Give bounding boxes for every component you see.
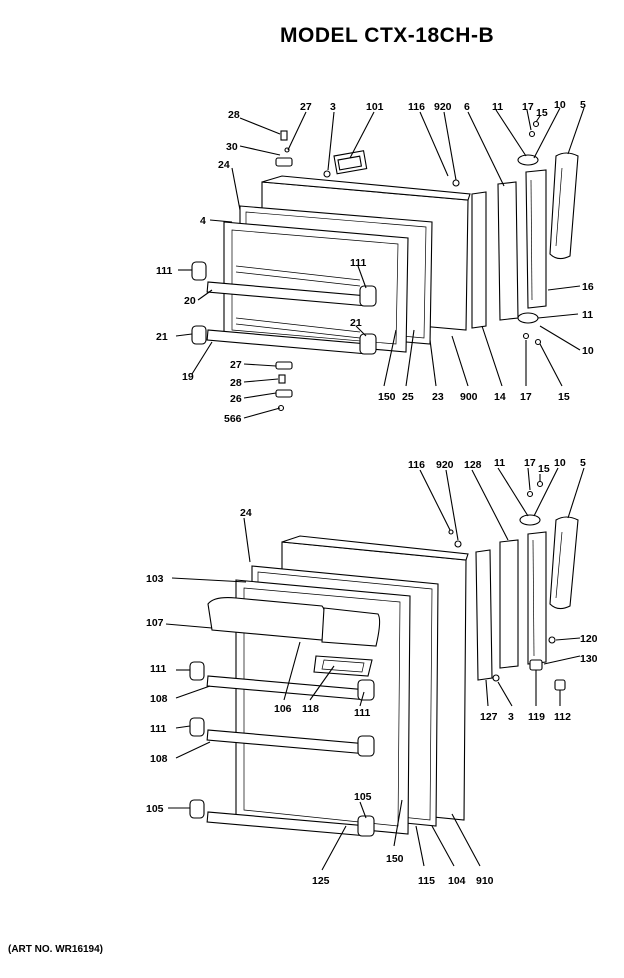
callout-21b: 21 (350, 317, 362, 329)
callout-labels-top: 28 27 3 101 116 920 6 11 17 15 10 5 30 2… (156, 99, 594, 425)
callout-119: 119 (528, 711, 545, 723)
callout-105: 105 (146, 803, 164, 815)
callout-27b: 27 (230, 359, 242, 371)
callout-15: 15 (536, 107, 548, 119)
callout-108-1: 108 (150, 693, 168, 705)
callout-28b: 28 (230, 377, 242, 389)
callout-910: 910 (476, 875, 494, 887)
callout-3-b: 3 (508, 711, 514, 723)
callout-15b: 15 (558, 391, 570, 403)
callout-25: 25 (402, 391, 414, 403)
art-number: (ART NO. WR16194) (8, 944, 104, 955)
callout-28: 28 (228, 109, 240, 121)
callout-10: 10 (554, 99, 566, 111)
callout-24-b: 24 (240, 507, 252, 519)
callout-3: 3 (330, 101, 336, 113)
callout-108-2: 108 (150, 753, 168, 765)
callout-17-b: 17 (524, 457, 536, 469)
callout-11-b: 11 (494, 457, 505, 469)
callout-17: 17 (522, 101, 534, 113)
callout-15-b: 15 (538, 463, 550, 475)
callout-103: 103 (146, 573, 164, 585)
callout-128: 128 (464, 459, 482, 471)
callout-105-b: 105 (354, 791, 372, 803)
callout-111: 111 (156, 265, 173, 277)
callout-566: 566 (224, 413, 242, 425)
callout-27: 27 (300, 101, 312, 113)
callout-111-b3: 111 (354, 707, 371, 719)
callout-14: 14 (494, 391, 506, 403)
callout-20: 20 (184, 295, 196, 307)
callout-116-b: 116 (408, 459, 425, 471)
callout-920: 920 (434, 101, 452, 113)
callout-111-b1: 111 (150, 663, 167, 675)
callout-107: 107 (146, 617, 164, 629)
callout-26: 26 (230, 393, 242, 405)
callout-130: 130 (580, 653, 598, 665)
callout-111-b2: 111 (150, 723, 167, 735)
callout-16: 16 (582, 281, 594, 293)
callout-112: 112 (554, 711, 571, 723)
page-title: MODEL CTX-18CH-B (280, 24, 495, 47)
callout-labels-bottom: 116 920 128 11 17 15 10 5 24 103 107 111… (146, 457, 598, 887)
callout-127: 127 (480, 711, 498, 723)
callout-17b: 17 (520, 391, 532, 403)
callout-150: 150 (378, 391, 396, 403)
top-door-assembly: 28 27 3 101 116 920 6 11 17 15 10 5 30 2… (156, 99, 594, 425)
callout-5-b: 5 (580, 457, 586, 469)
callout-104: 104 (448, 875, 466, 887)
callout-24: 24 (218, 159, 230, 171)
callout-118: 118 (302, 703, 319, 715)
callout-30: 30 (226, 141, 238, 153)
callout-23: 23 (432, 391, 444, 403)
callout-21: 21 (156, 331, 168, 343)
callout-125: 125 (312, 875, 330, 887)
callout-10-b: 10 (554, 457, 566, 469)
callout-4: 4 (200, 215, 206, 227)
callout-115: 115 (418, 875, 435, 887)
callout-111b: 111 (350, 257, 367, 269)
callout-6: 6 (464, 101, 470, 113)
callout-120: 120 (580, 633, 598, 645)
callout-11b: 11 (582, 309, 593, 321)
callout-10b: 10 (582, 345, 594, 357)
callout-19: 19 (182, 371, 194, 383)
callout-106: 106 (274, 703, 292, 715)
callout-920-b: 920 (436, 459, 454, 471)
callout-11: 11 (492, 101, 503, 113)
bottom-door-assembly: 116 920 128 11 17 15 10 5 24 103 107 111… (146, 457, 598, 887)
callout-5: 5 (580, 99, 586, 111)
callout-150-b: 150 (386, 853, 404, 865)
callout-900: 900 (460, 391, 478, 403)
callout-116: 116 (408, 101, 425, 113)
callout-101: 101 (366, 101, 384, 113)
